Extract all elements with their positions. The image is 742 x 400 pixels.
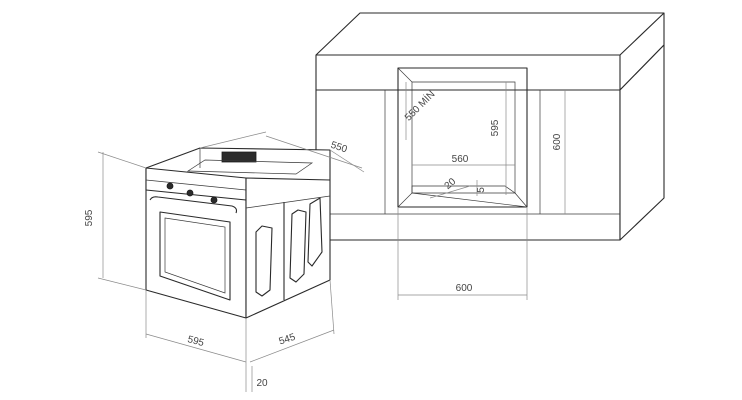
dim-oven-depth: 545 <box>278 332 298 348</box>
dim-cabinet-height: 600 <box>552 133 563 150</box>
dim-oven-width: 595 <box>186 334 205 349</box>
dim-oven-top-depth: 550 <box>329 140 349 156</box>
control-knob-right <box>210 196 218 204</box>
side-rail-3 <box>307 197 323 267</box>
door-handle <box>149 196 238 214</box>
dim-oven-height: 595 <box>84 209 95 226</box>
dim-niche-gap: 5 <box>476 187 487 193</box>
side-rail-2 <box>289 209 307 283</box>
oven-front <box>145 167 247 319</box>
dim-niche-width: 560 <box>452 154 469 165</box>
dim-cabinet-width: 600 <box>456 283 473 294</box>
dimension-lines <box>97 82 566 392</box>
cabinet-side <box>619 44 665 241</box>
oven <box>145 147 331 319</box>
dim-niche-height: 595 <box>490 119 501 136</box>
dim-front-offset: 20 <box>256 378 268 389</box>
vent-block <box>221 151 257 163</box>
control-knob-left <box>166 182 174 190</box>
oven-door-window <box>159 211 231 301</box>
control-knob-middle <box>186 189 194 197</box>
cabinet-top <box>315 12 665 91</box>
side-rail-1 <box>255 225 273 297</box>
